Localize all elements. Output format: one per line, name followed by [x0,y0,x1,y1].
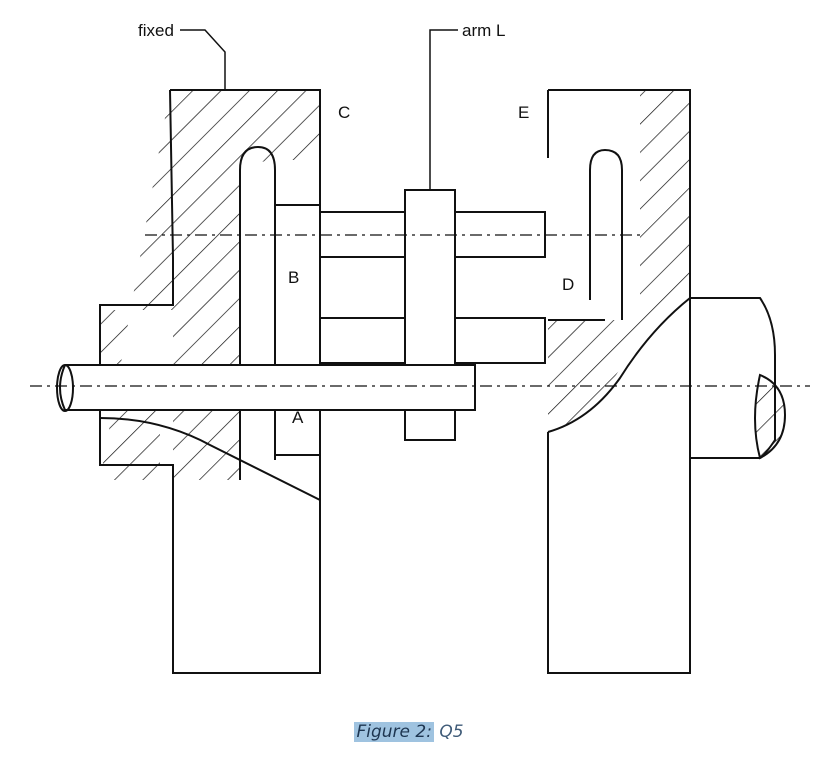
arm-leader-line [429,29,458,190]
right-break-curve [547,297,691,433]
label-e: E [518,103,529,122]
label-c: C [338,103,350,122]
fixed-leader-line [180,29,226,90]
leaders [180,29,458,190]
figure-caption: Figure 2: Q5 [0,722,818,742]
diagram-labels: fixed arm L C E B D A [138,21,574,427]
label-a: A [292,408,304,427]
label-d: D [562,275,574,294]
arm-l-assembly [56,189,546,441]
right-body [547,89,787,674]
right-body-hatched-region [548,90,690,432]
label-fixed: fixed [138,21,174,40]
fixed-inner-channel [239,145,276,480]
input-shaft [59,364,476,411]
fixed-casing-outline [99,89,321,674]
caption-text: Q5 [439,722,464,742]
right-inner-channel [589,148,623,320]
fixed-casing-left [99,89,321,674]
casing-break-curve [99,417,321,501]
centerlines [30,234,810,387]
caption-label: Figure 2: [354,722,434,742]
label-b: B [288,268,299,287]
output-shaft-section [754,373,787,460]
right-body-outline [547,89,691,674]
gear-train-diagram: fixed arm L C E B D A [30,21,810,674]
label-arm-l: arm L [462,21,505,40]
fixed-casing-hatched-region [100,90,320,480]
shaft-end [56,364,74,412]
